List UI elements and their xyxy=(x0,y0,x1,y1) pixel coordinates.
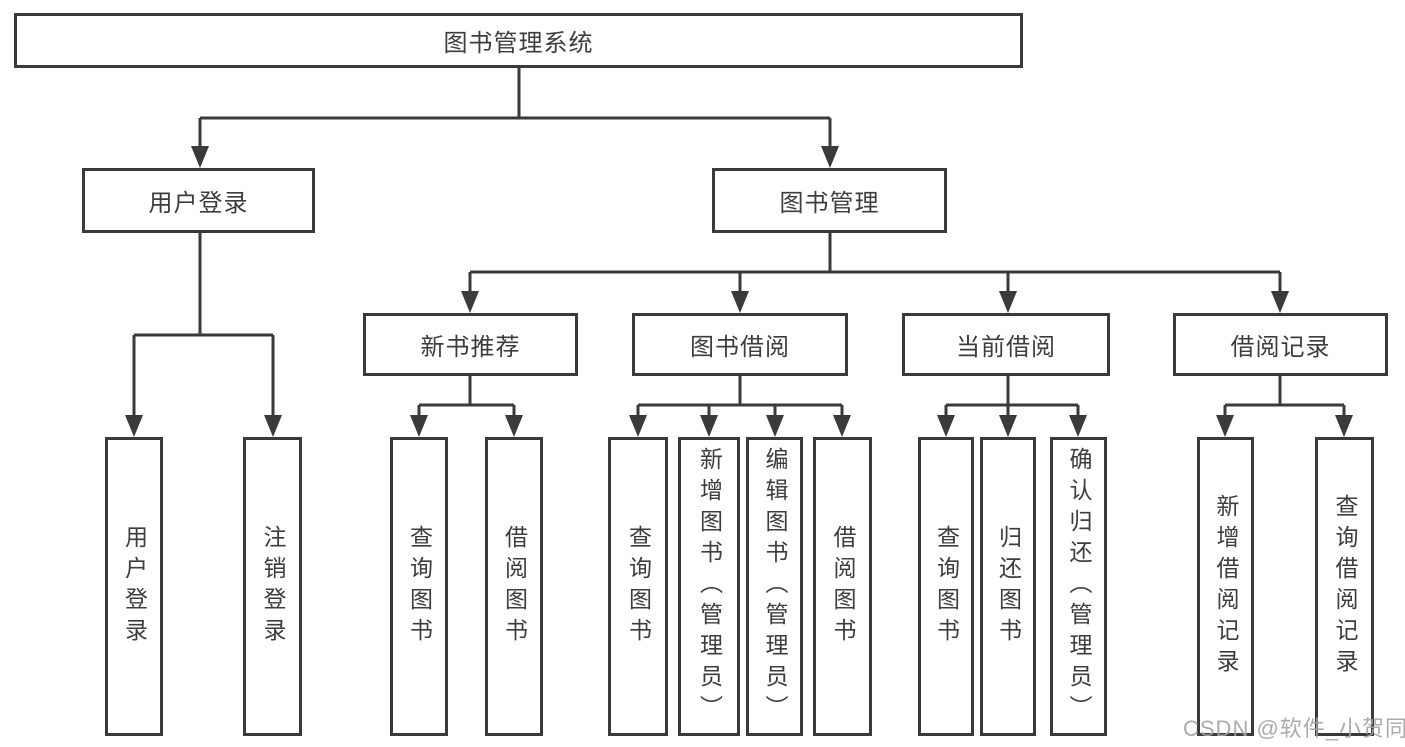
leaf-newbook-query-books: 查询图书 xyxy=(390,437,448,736)
leaf-current-return-books: 归还图书 xyxy=(980,437,1036,736)
node-user-login: 用户登录 xyxy=(82,168,315,233)
node-borrow-records: 借阅记录 xyxy=(1173,313,1388,376)
leaf-current-query-books: 查询图书 xyxy=(918,437,974,736)
leaf-records-query-record: 查询借阅记录 xyxy=(1315,437,1374,736)
leaf-current-confirm-return-admin: 确认归还（管理员） xyxy=(1050,437,1107,736)
node-current-borrow: 当前借阅 xyxy=(902,313,1110,376)
node-new-book-recommend: 新书推荐 xyxy=(363,313,578,376)
leaf-borrow-borrow-books: 借阅图书 xyxy=(813,437,872,736)
node-book-management: 图书管理 xyxy=(712,168,947,233)
arrowheads xyxy=(125,146,1353,437)
node-library-management-system: 图书管理系统 xyxy=(14,13,1023,68)
leaf-borrow-query-books: 查询图书 xyxy=(608,437,668,736)
node-book-borrow: 图书借阅 xyxy=(632,313,848,376)
leaf-newbook-borrow-books: 借阅图书 xyxy=(485,437,543,736)
leaf-borrow-add-books-admin: 新增图书（管理员） xyxy=(678,437,740,736)
leaf-user-login: 用户登录 xyxy=(105,437,163,736)
leaf-logout: 注销登录 xyxy=(243,437,302,736)
leaf-records-add-record: 新增借阅记录 xyxy=(1197,437,1254,736)
watermark-text: CSDN @软件_小贺同学 xyxy=(1183,716,1405,741)
leaf-borrow-edit-books-admin: 编辑图书（管理员） xyxy=(746,437,803,736)
